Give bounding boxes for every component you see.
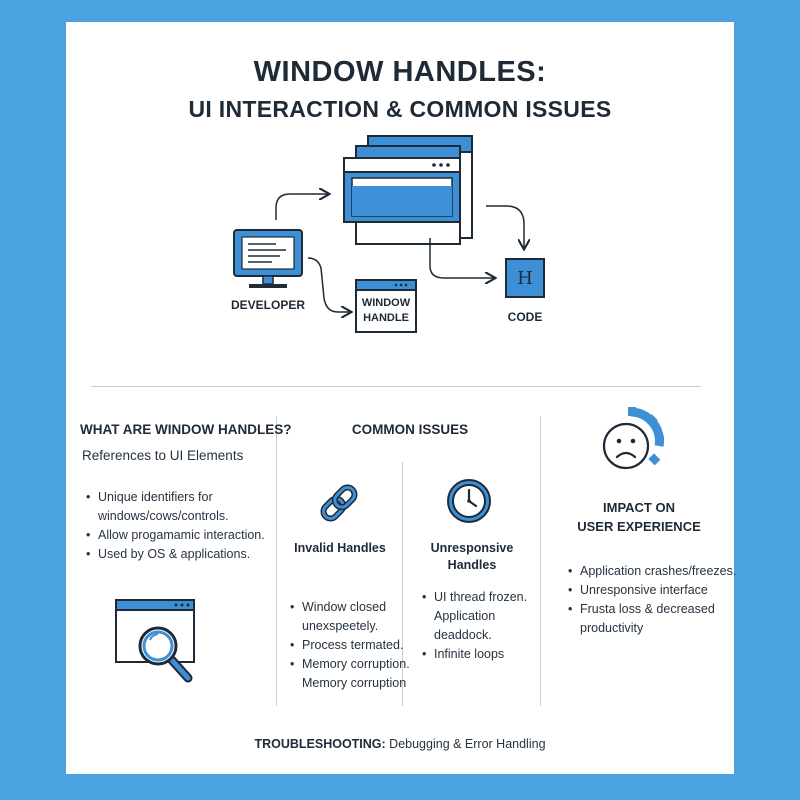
- common-issues-heading: COMMON ISSUES: [351, 422, 469, 437]
- window-stack-icon: [343, 135, 473, 245]
- list-item: UI thread frozen.: [422, 588, 554, 607]
- impact-heading-line-2: USER EXPERIENCE: [577, 519, 701, 534]
- developer-label: DEVELOPER: [230, 298, 305, 312]
- list-item: Allow progamamic interaction.: [86, 526, 283, 545]
- list-item: Memory corruption.: [290, 655, 417, 674]
- invalid-handles-title: Invalid Handles: [294, 541, 386, 555]
- list-item: Used by OS & applications.: [86, 545, 283, 564]
- column-divider-3: [540, 416, 541, 706]
- list-item-continuation: unexspeetely.: [302, 619, 379, 633]
- column-divider-2: [402, 462, 403, 706]
- window-handle-label-line-1: WINDOW: [361, 297, 411, 309]
- list-item: Unresponsive interface: [568, 581, 740, 600]
- list-item: Infinite loops: [422, 645, 554, 664]
- sad-face-gear-icon: [602, 407, 664, 470]
- impact-bullets: Application crashes/freezes. Unresponsiv…: [566, 562, 740, 638]
- window-handle-label: WINDOW HANDLE: [356, 296, 416, 326]
- code-label: CODE: [507, 310, 543, 324]
- window-magnifier-icon: [115, 599, 195, 683]
- list-item: windows/cows/controls.: [98, 507, 283, 526]
- unresponsive-title-line-1: Unresponsive: [430, 541, 514, 555]
- list-item: Memory corruption: [302, 674, 417, 693]
- top-diagram: [233, 135, 545, 333]
- list-item: Unique identifiers for: [86, 488, 283, 507]
- footer-text: Debugging & Error Handling: [385, 737, 546, 751]
- section-divider: [91, 386, 701, 387]
- list-item: Application deaddock.: [434, 607, 554, 645]
- list-item: Process termated.: [290, 636, 417, 655]
- unresponsive-handles-bullets: UI thread frozen. Application deaddock. …: [420, 588, 554, 664]
- title-line-2: UI INTERACTION & COMMON ISSUES: [188, 96, 612, 122]
- window-handle-label-line-2: HANDLE: [363, 312, 409, 324]
- chain-link-icon: [320, 484, 358, 522]
- infographic-card: WINDOW HANDLES: UI INTERACTION & COMMON …: [66, 22, 736, 774]
- list-item: unexspeetely.: [302, 617, 417, 636]
- list-item: Window closed: [290, 598, 417, 617]
- title-line-1: WINDOW HANDLES:: [253, 56, 547, 88]
- list-item: Application crashes/freezes.: [568, 562, 740, 581]
- list-item-continuation: Memory corruption: [302, 676, 407, 690]
- what-are-bullets: Unique identifiers for windows/cows/cont…: [84, 488, 283, 564]
- list-item-continuation: windows/cows/controls.: [98, 509, 229, 523]
- unresponsive-handles-title: Unresponsive Handles: [406, 540, 538, 574]
- impact-heading-line-1: IMPACT ON: [603, 500, 675, 515]
- list-item: Frusta loss & decreased: [568, 600, 740, 619]
- list-item: productivity: [580, 619, 740, 638]
- code-glyph: H: [517, 268, 533, 289]
- code-box-icon: [505, 258, 545, 298]
- monitor-icon: [233, 229, 303, 288]
- unresponsive-title-line-2: Handles: [447, 558, 497, 572]
- invalid-handles-bullets: Window closed unexspeetely. Process term…: [288, 598, 417, 693]
- what-are-subheading: References to UI Elements: [82, 448, 244, 463]
- window-handle-icon: [355, 279, 417, 333]
- footer-troubleshooting: TROUBLESHOOTING: Debugging & Error Handl…: [66, 737, 734, 751]
- list-item-continuation: productivity: [580, 621, 644, 635]
- what-are-heading: WHAT ARE WINDOW HANDLES?: [80, 422, 292, 437]
- footer-bold-label: TROUBLESHOOTING:: [254, 737, 386, 751]
- clock-icon: [447, 479, 491, 523]
- impact-heading: IMPACT ON USER EXPERIENCE: [550, 498, 728, 536]
- list-item-continuation: Application deaddock.: [434, 609, 496, 642]
